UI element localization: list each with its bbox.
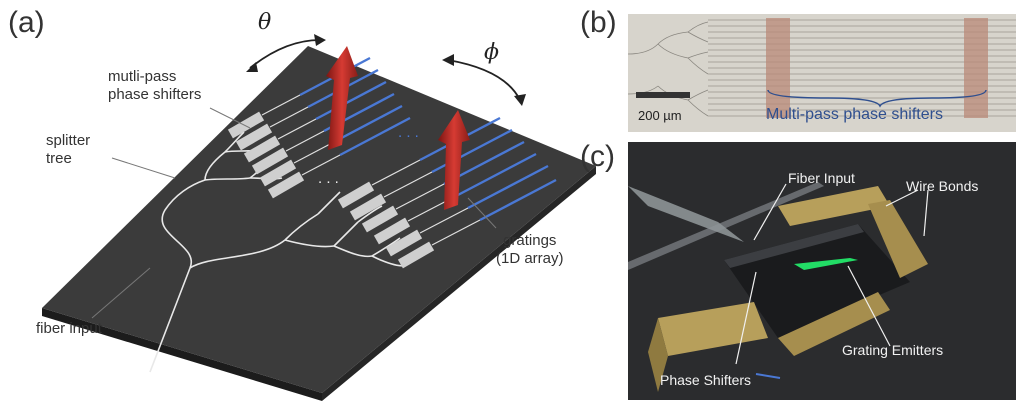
wire-bond-right [868,200,928,278]
phase-shifters-label-line1: mutli-pass [108,68,177,85]
wire-bonds-label: Wire Bonds [906,178,979,194]
leader-wire-bonds-a [885,189,919,207]
leader-fiber [91,267,151,319]
photo-c-scene [628,182,929,392]
micrograph-b-lines [628,18,1016,118]
phi-arrowhead-left [442,54,454,66]
wire-bond-left-edge [648,318,668,392]
fiber-input-label: fiber input [36,320,102,337]
brace [767,89,987,108]
panel-a-label: (a) [8,6,45,39]
grating-emitters-label: Grating Emitters [842,342,944,358]
leader-phase-shifters-c [735,271,757,365]
grating-emitter-glow [794,258,858,270]
phase-shifters-label-line2: phase shifters [108,86,202,103]
gratings-label: gratings (1D array) [496,232,564,268]
micrograph-caption: Multi-pass phase shifters [766,106,943,123]
theta-label: θ [258,10,272,35]
leader-gratings [467,197,497,229]
ellipsis-marker: . . . [318,170,339,187]
panel-b-label: (b) [580,6,617,39]
beam-arrow-right [438,110,470,210]
leader-phase-shifters [209,107,251,129]
leader-fiber-input [753,183,787,241]
beam-arrow-left [326,46,358,150]
photo-c: Fiber Input Wire Bonds Grating Emitters … [628,142,1016,400]
phi-label: ϕ [484,40,499,65]
wire-bond-bottom-right [778,292,890,356]
phase-shifters-right [337,181,435,269]
splitter-label: splitter tree [46,132,90,168]
phi-arc [447,59,521,101]
chip-photo-face [724,224,864,268]
phase-shifters-label: mutli-pass phase shifters [108,68,201,104]
phase-shifters-label-c: Phase Shifters [660,372,752,388]
wire-bond-bottom-left [658,302,768,356]
theta-arrowhead-left [246,62,258,72]
splitter-label-line1: splitter [46,132,91,149]
leader-splitter [111,157,176,179]
wire-bond-top [778,186,890,226]
phi-arrowhead-right [514,94,526,106]
theta-arc [249,39,321,69]
leader-wire-bonds-b [923,189,929,237]
micrograph-b: 200 µm Multi-pass phase shifters [628,14,1016,132]
fiber-block [628,186,744,242]
splitter-label-line2: tree [46,150,72,167]
gratings-label-line2: (1D array) [496,250,564,267]
panel-a-diagram [42,34,596,401]
leader-grating-emitters [847,265,891,347]
gratings-label-line1: gratings [503,232,557,249]
waveguides [261,94,481,246]
theta-arrowhead-right [314,34,326,46]
phase-shifters-left [227,111,305,199]
panel-c-label: (c) [580,140,615,173]
chip-side [42,308,322,401]
scale-bar [636,92,690,98]
chip-side-right [322,166,596,401]
ellipsis-marker-right: . . . [398,124,419,141]
scale-bar-label: 200 µm [638,108,682,123]
fiber-input-label-c: Fiber Input [788,170,855,186]
